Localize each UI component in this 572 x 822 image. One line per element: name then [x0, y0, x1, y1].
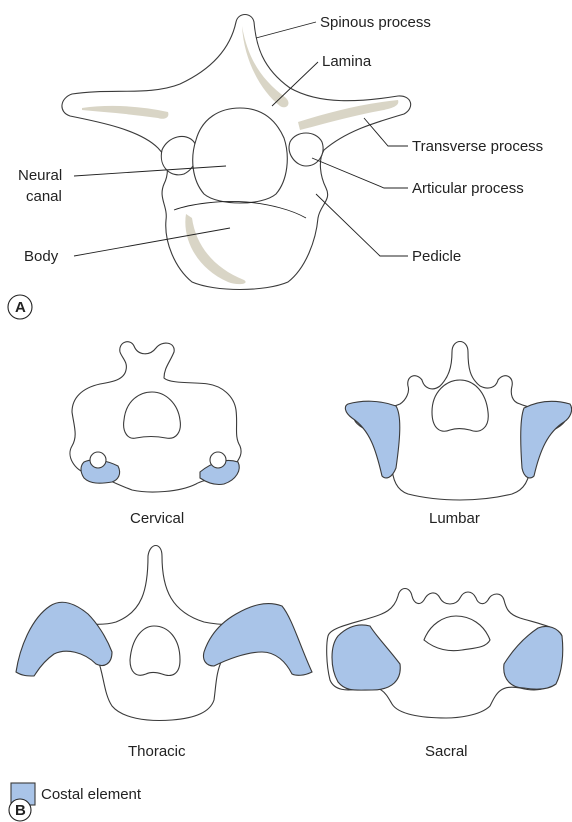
- label-transverse-process: Transverse process: [412, 138, 543, 155]
- label-neural-canal-line1: Neural: [18, 167, 62, 184]
- panel-a-letter: A: [15, 299, 26, 316]
- caption-sacral: Sacral: [425, 743, 468, 760]
- sacral-vertebra: [327, 589, 563, 719]
- label-pedicle: Pedicle: [412, 248, 461, 265]
- label-spinous-process: Spinous process: [320, 14, 431, 31]
- lumbar-costal-left: [345, 401, 399, 478]
- label-lamina: Lamina: [322, 53, 372, 70]
- thoracic-costal-left: [16, 602, 112, 676]
- panel-b-letter: B: [15, 802, 26, 819]
- label-neural-canal-line2: canal: [26, 188, 62, 205]
- cervical-vertebra: [70, 342, 241, 492]
- label-body: Body: [24, 248, 59, 265]
- typical-vertebra-diagram: Spinous process Lamina Transverse proces…: [8, 14, 543, 319]
- lumbar-vertebra: [345, 342, 571, 501]
- caption-thoracic: Thoracic: [128, 743, 186, 760]
- legend-label-costal: Costal element: [41, 786, 142, 803]
- label-articular-process: Articular process: [412, 180, 524, 197]
- lumbar-costal-right: [521, 401, 572, 478]
- caption-lumbar: Lumbar: [429, 510, 480, 527]
- thoracic-vertebra: [16, 546, 312, 721]
- caption-cervical: Cervical: [130, 510, 184, 527]
